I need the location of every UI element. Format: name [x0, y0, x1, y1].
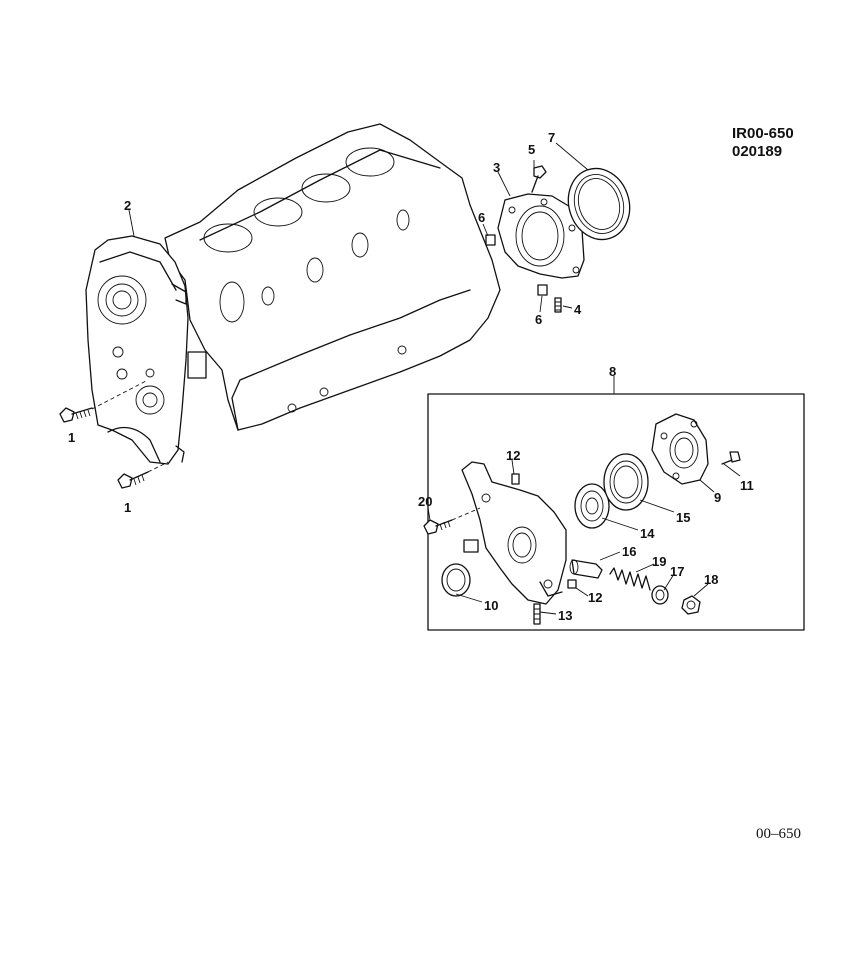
callout-19: 19: [652, 554, 666, 569]
bolt-part-5: [531, 165, 547, 193]
callout-10: 10: [484, 598, 498, 613]
bolt-part-1-upper: [59, 379, 149, 423]
screw-part-11: [721, 451, 741, 465]
rear-oil-seal: [567, 167, 631, 241]
callout-12-upper: 12: [506, 448, 520, 463]
callout-18: 18: [704, 572, 718, 587]
drawing-code: IR00-650: [732, 125, 794, 142]
engine-block: [164, 123, 501, 431]
callout-2: 2: [124, 198, 131, 213]
callout-1-lower: 1: [124, 500, 131, 515]
callout-1-upper: 1: [68, 430, 75, 445]
pin-part-12-upper: [511, 473, 520, 485]
spring-part-19: [609, 567, 651, 591]
drawing-date-code: 020189: [732, 143, 782, 160]
callout-14: 14: [640, 526, 655, 541]
leader-lines: [128, 142, 741, 615]
callout-8: 8: [609, 364, 616, 379]
washer-part-17: [651, 585, 669, 605]
plug-part-18: [681, 595, 701, 615]
oil-pump-assembly-box: [427, 393, 805, 631]
oil-pump-body: [461, 461, 567, 605]
callout-6-lower: 6: [535, 312, 542, 327]
callout-5: 5: [528, 142, 535, 157]
timing-cover: [85, 235, 189, 465]
pump-cover-part-9: [651, 413, 709, 485]
oil-seal-part-10: [441, 563, 471, 597]
relief-valve-plunger-part-16: [569, 559, 603, 579]
rear-seal-retainer: [497, 193, 585, 279]
callout-6-upper: 6: [478, 210, 485, 225]
callout-13: 13: [558, 608, 572, 623]
callout-15: 15: [676, 510, 690, 525]
callout-3: 3: [493, 160, 500, 175]
bolt-part-20: [423, 507, 481, 535]
inner-rotor-part-14: [574, 483, 610, 529]
page-number: 00–650: [756, 826, 801, 842]
callout-9: 9: [714, 490, 721, 505]
callout-17: 17: [670, 564, 684, 579]
callout-7: 7: [548, 130, 555, 145]
dowel-part-6-lower: [537, 284, 548, 296]
outer-rotor-part-15: [603, 453, 649, 511]
pin-part-12-lower: [567, 579, 577, 589]
callout-4: 4: [574, 302, 582, 317]
callout-11: 11: [740, 478, 754, 493]
callout-20: 20: [418, 494, 432, 509]
stud-part-13: [533, 603, 541, 625]
callout-16: 16: [622, 544, 636, 559]
stud-part-4: [554, 297, 562, 313]
callout-12-lower: 12: [588, 590, 602, 605]
bolt-part-1-lower: [117, 461, 169, 489]
dowel-part-6-upper: [485, 234, 496, 246]
